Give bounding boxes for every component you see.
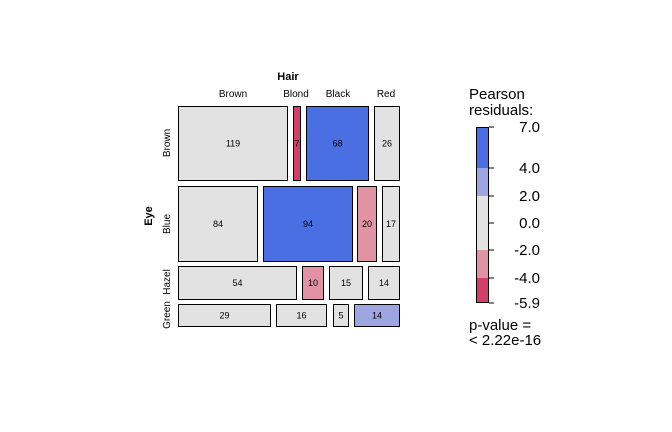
- row-header-green: Green: [162, 301, 173, 329]
- mosaic-cells: 119 7 68 26 84 94 20 17 54 10 15 14 29 16 5 14: [178, 106, 400, 327]
- cell-brown-eye-brown-hair: [178, 106, 288, 181]
- cell-blue-eye-red-hair: [382, 186, 400, 262]
- column-header-brown: Brown: [219, 89, 247, 100]
- legend-tick-label: 4.0: [519, 160, 540, 177]
- cell-green-eye-blond-hair-count: 16: [296, 311, 306, 321]
- row-header-brown: Brown: [162, 129, 173, 157]
- pvalue-value: < 2.22e-16: [469, 332, 541, 349]
- legend-tick-label: 2.0: [519, 188, 540, 205]
- cell-blue-eye-black-hair: [357, 186, 377, 262]
- cell-green-eye-brown-hair-count: 29: [219, 311, 229, 321]
- legend-ticks: 7.0 4.0 2.0 0.0 -2.0 -4.0 -5.9: [489, 119, 540, 312]
- cell-blue-eye-black-hair-count: 20: [362, 219, 372, 229]
- cell-green-eye-red-hair: [354, 304, 400, 327]
- cell-hazel-eye-red-hair: [368, 266, 400, 300]
- cell-green-eye-black-hair: [333, 304, 349, 327]
- cell-blue-eye-blond-hair: [263, 186, 353, 262]
- row-variable-title: Eye: [143, 206, 155, 226]
- cell-brown-eye-blond-hair-count: 7: [294, 139, 299, 149]
- legend-segment-neutral: [476, 196, 489, 250]
- pvalue-label: p-value =: [469, 317, 531, 334]
- legend-title-line2: residuals:: [469, 102, 533, 119]
- legend-segment-pos-light: [476, 168, 489, 196]
- cell-blue-eye-blond-hair-count: 94: [303, 219, 313, 229]
- cell-green-eye-red-hair-count: 14: [372, 311, 382, 321]
- cell-brown-eye-blond-hair: [293, 106, 301, 181]
- row-header-blue: Blue: [162, 214, 173, 234]
- legend-tick-label: 0.0: [519, 215, 540, 232]
- cell-hazel-eye-black-hair-count: 15: [341, 278, 351, 288]
- cell-hazel-eye-brown-hair: [178, 266, 297, 300]
- cell-brown-eye-black-hair: [306, 106, 369, 181]
- cell-blue-eye-brown-hair-count: 84: [213, 219, 223, 229]
- legend-segment-neg-strong: [476, 278, 489, 303]
- column-header-red: Red: [377, 89, 395, 100]
- cell-brown-eye-red-hair-count: 26: [382, 139, 392, 149]
- legend-bar-frame: [476, 127, 489, 303]
- cell-brown-eye-brown-hair-count: 119: [226, 139, 240, 149]
- column-header-blond: Blond: [283, 89, 309, 100]
- cell-blue-eye-red-hair-count: 17: [386, 219, 396, 229]
- column-variable-title: Hair: [277, 71, 299, 83]
- cell-hazel-eye-red-hair-count: 14: [379, 278, 389, 288]
- cell-green-eye-brown-hair: [178, 304, 271, 327]
- cell-green-eye-black-hair-count: 5: [338, 311, 343, 321]
- row-header-hazel: Hazel: [162, 269, 173, 295]
- legend-tick-label: -4.0: [514, 270, 540, 287]
- legend-tick-label: -5.9: [514, 295, 540, 312]
- cell-brown-eye-red-hair: [374, 106, 400, 181]
- column-header-black: Black: [326, 89, 351, 100]
- cell-green-eye-blond-hair: [276, 304, 327, 327]
- legend-tick-label: -2.0: [514, 242, 540, 259]
- cell-brown-eye-black-hair-count: 68: [332, 139, 342, 149]
- cell-hazel-eye-brown-hair-count: 54: [232, 278, 242, 288]
- cell-hazel-eye-blond-hair-count: 10: [308, 278, 318, 288]
- cell-hazel-eye-blond-hair: [302, 266, 324, 300]
- legend-segment-pos-strong: [476, 127, 489, 168]
- residual-legend: Pearson residuals: 7.0 4.0 2.0 0.0 -2.0 -4.0 -…: [469, 86, 541, 349]
- cell-hazel-eye-black-hair: [329, 266, 363, 300]
- cell-blue-eye-brown-hair: [178, 186, 258, 262]
- legend-title-line1: Pearson: [469, 86, 525, 103]
- legend-color-bar: [476, 127, 489, 303]
- legend-tick-label: 7.0: [519, 119, 540, 136]
- legend-segment-neg-light: [476, 250, 489, 278]
